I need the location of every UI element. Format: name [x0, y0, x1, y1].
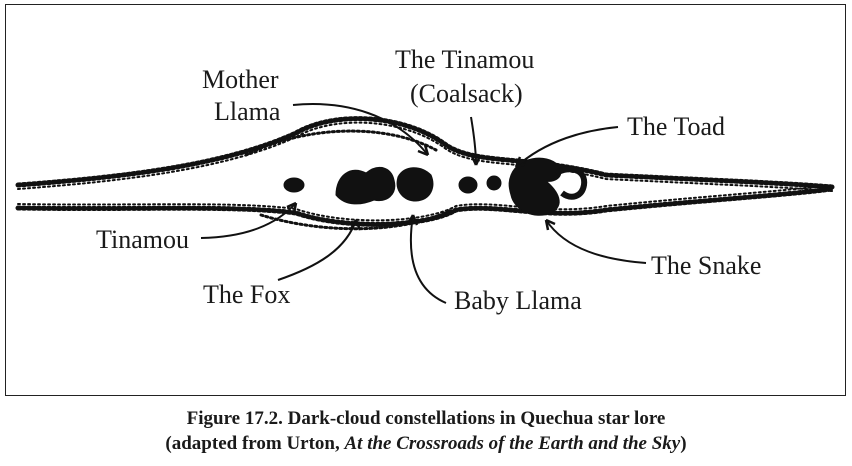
caption-open: (adapted from Urton,	[165, 433, 345, 454]
label-tinamou-coalsack-2: (Coalsack)	[410, 79, 523, 108]
milky-way-illustration	[15, 103, 835, 304]
label-baby-llama: Baby Llama	[454, 286, 582, 315]
label-tinamou-coalsack-1: The Tinamou	[395, 45, 535, 74]
coalsack-arrow	[470, 116, 477, 166]
coalsack-cloud-b	[486, 175, 502, 191]
toad-snake-cloud	[508, 157, 562, 216]
caption-line-1: Figure 17.2. Dark-cloud constellations i…	[186, 408, 666, 429]
label-tinamou: Tinamou	[96, 225, 189, 254]
pointer-arrows	[200, 103, 647, 304]
label-mother-llama-2: Llama	[214, 97, 281, 126]
coalsack-cloud-a	[458, 176, 478, 194]
milky-way-band	[15, 116, 835, 231]
fox-cloud	[335, 166, 396, 205]
label-toad: The Toad	[627, 112, 726, 141]
caption-line-2: (adapted from Urton, At the Crossroads o…	[0, 431, 852, 456]
figure-caption: Figure 17.2. Dark-cloud constellations i…	[0, 406, 852, 456]
label-snake: The Snake	[651, 251, 762, 280]
baby-llama-arrow	[409, 214, 447, 304]
baby-llama-cloud	[396, 167, 434, 202]
toad-arrow	[515, 126, 619, 168]
caption-close: )	[680, 433, 687, 454]
label-mother-llama-1: Mother	[202, 65, 279, 94]
snake-tail-cloud	[554, 166, 588, 200]
figure-frame: The Tinamou (Coalsack) Mother Llama The …	[5, 4, 846, 396]
tinamou-cloud	[283, 177, 305, 193]
snake-arrow	[545, 219, 647, 264]
label-fox: The Fox	[203, 280, 291, 309]
tinamou-arrow	[200, 202, 297, 239]
dark-cloud-shapes	[283, 157, 588, 216]
mother-llama-arrow	[292, 103, 429, 156]
caption-book-title: At the Crossroads of the Earth and the S…	[344, 433, 681, 454]
